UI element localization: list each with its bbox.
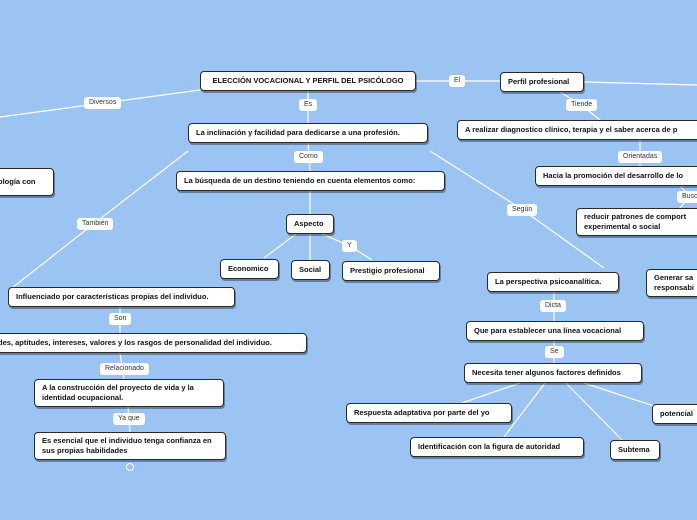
edge-label-el[interactable]: El <box>449 75 466 87</box>
node-perfil-profesional[interactable]: Perfil profesional <box>500 72 584 92</box>
node-potencial[interactable]: potencial <box>652 404 697 424</box>
edge-label-dicta[interactable]: Dicta <box>540 300 566 312</box>
node-inclinacion[interactable]: La inclinación y facilidad para dedicars… <box>188 123 428 143</box>
node-identificacion[interactable]: Identificación con la figura de autorida… <box>410 437 584 457</box>
edge-label-busca[interactable]: Busc <box>677 191 697 203</box>
node-promocion[interactable]: Hacia la promoción del desarrollo de lo <box>535 166 697 186</box>
edge-label-ya-que[interactable]: Ya que <box>113 413 145 425</box>
edge-label-y[interactable]: Y <box>342 240 357 252</box>
node-aptitudes[interactable]: des, aptitudes, intereses, valores y los… <box>0 333 307 353</box>
edge-label-es[interactable]: Es <box>299 99 318 111</box>
node-psicoanalitica[interactable]: La perspectiva psicoanalítica. <box>487 272 619 292</box>
node-influenciado[interactable]: Influenciado por características propias… <box>8 287 235 307</box>
edge-label-diversos[interactable]: Diversos <box>84 97 122 109</box>
node-reducir-patrones[interactable]: reducir patrones de comport experimental… <box>576 208 697 236</box>
node-busqueda[interactable]: La búsqueda de un destino teniendo en cu… <box>176 171 445 191</box>
node-prestigio[interactable]: Prestigio profesional <box>342 261 440 281</box>
edge-label-como[interactable]: Como <box>294 151 323 163</box>
node-esencial[interactable]: Es esencial que el individuo tenga confi… <box>34 432 226 460</box>
node-generar[interactable]: Generar sa responsabi <box>646 269 697 297</box>
node-respuesta-adaptativa[interactable]: Respuesta adaptativa por parte del yo <box>346 403 512 423</box>
edge-label-son[interactable]: Son <box>109 313 132 325</box>
edge-label-se[interactable]: Se <box>545 346 564 358</box>
collapse-circle-icon[interactable] <box>126 463 134 471</box>
edge-label-tambien[interactable]: También <box>77 218 114 230</box>
edge-label-segun[interactable]: Según <box>507 204 538 216</box>
node-ologia[interactable]: ología con <box>0 168 54 196</box>
edge-label-tiende[interactable]: Tiende <box>566 99 598 111</box>
node-economico[interactable]: Economico <box>220 259 279 279</box>
node-factores[interactable]: Necesita tener algunos factores definido… <box>464 363 642 383</box>
node-aspecto[interactable]: Aspecto <box>286 214 334 234</box>
node-linea-vocacional[interactable]: Que para establecer una línea vocacional <box>466 321 644 341</box>
edge-label-relacionado[interactable]: Relacionado <box>100 363 149 375</box>
node-root-title[interactable]: ELECCIÓN VOCACIONAL Y PERFIL DEL PSICÓLO… <box>200 71 416 91</box>
node-diagnostico[interactable]: A realizar diagnostico clínico, terapia … <box>457 120 697 140</box>
node-social[interactable]: Social <box>291 260 330 280</box>
node-subtema[interactable]: Subtema <box>610 440 660 460</box>
edge-label-orientadas[interactable]: Orientadas <box>618 151 663 163</box>
node-construccion[interactable]: A la construcción del proyecto de vida y… <box>34 379 224 407</box>
